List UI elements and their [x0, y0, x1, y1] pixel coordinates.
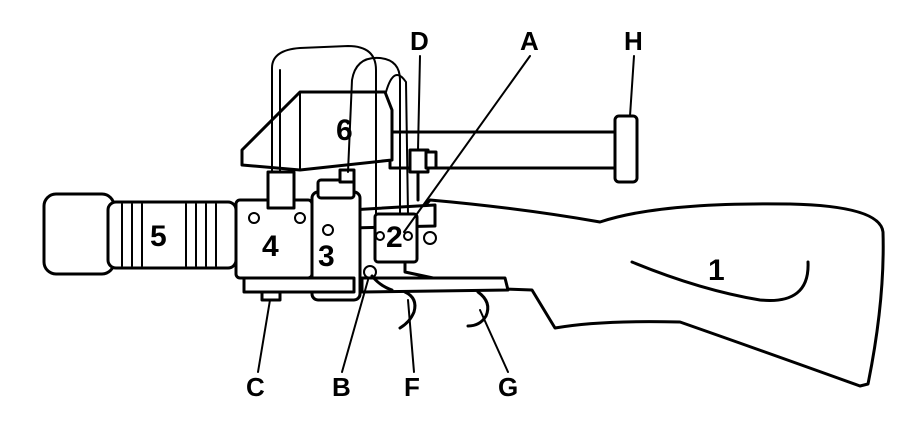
- trigger-g: [466, 290, 490, 328]
- adapter-screw: [248, 212, 260, 224]
- scope-knob: [424, 150, 438, 170]
- adapter-screw-2: [294, 212, 306, 224]
- adapter-block: [266, 170, 296, 210]
- mount-foot-c: [260, 290, 282, 302]
- callout-line-d: [417, 55, 421, 151]
- callout-a: A: [520, 26, 539, 56]
- eyepiece: [613, 114, 639, 184]
- part-number-6: 6: [336, 114, 353, 147]
- callout-line-a: [403, 55, 531, 233]
- cable-right: [347, 56, 401, 215]
- lens-hood: [42, 192, 116, 276]
- callout-line-b: [341, 279, 369, 373]
- callout-line-f: [407, 299, 415, 373]
- callout-g: G: [498, 372, 518, 402]
- trigger-screw-left: [375, 231, 385, 241]
- callout-line-g: [479, 309, 509, 373]
- camera-knob: [338, 168, 356, 184]
- viewfinder-housing: [240, 90, 394, 172]
- trigger-rail: [360, 276, 510, 294]
- part-number-2: 2: [386, 221, 403, 254]
- cable-right-inner: [385, 73, 409, 215]
- callout-f: F: [404, 372, 420, 402]
- trigger-mechanism: [373, 212, 419, 264]
- trigger-screw-right: [403, 231, 413, 241]
- rail-screw: [423, 231, 437, 245]
- camera-top: [316, 178, 356, 200]
- rifle-stock: [403, 198, 885, 388]
- cable-left: [271, 44, 377, 215]
- part-number-1: 1: [708, 254, 725, 287]
- callout-line-h: [629, 55, 635, 117]
- release-pivot-b: [363, 265, 377, 279]
- callout-b: B: [332, 372, 351, 402]
- callout-c: C: [246, 372, 265, 402]
- lens-focus-rings: [121, 203, 217, 267]
- stock-cheek-curve: [630, 260, 810, 303]
- callout-h: H: [624, 26, 643, 56]
- base-plate: [242, 276, 356, 294]
- release-lever-b: [370, 274, 394, 292]
- part-number-3: 3: [318, 240, 335, 273]
- trigger-f: [398, 290, 417, 330]
- part-number-4: 4: [262, 230, 279, 263]
- callout-d: D: [410, 26, 429, 56]
- camera-screw: [322, 224, 334, 236]
- callout-line-c: [257, 299, 271, 373]
- part-number-5: 5: [150, 220, 167, 253]
